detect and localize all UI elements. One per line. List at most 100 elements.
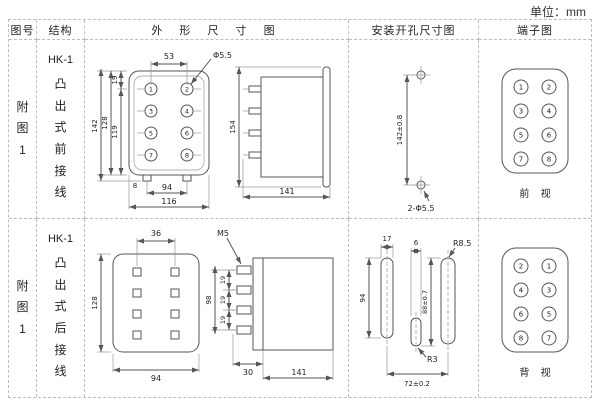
side-view-rear [230,257,333,351]
dim-19-label: 19 [111,76,119,85]
dim-m5: M5 [217,229,241,265]
dim-17-label: 17 [382,235,391,243]
dim-119-label: 119 [111,125,119,138]
label-2-phi5-5-text: 2-Φ5.5 [407,204,434,213]
dim-36-label: 36 [150,229,160,238]
dim-94-mount: 94 [359,257,381,339]
terminal-6: 6 [184,130,188,138]
dim-72: 72±0.2 [386,346,448,388]
terminal-box [501,68,569,174]
dim-r3-label: R3 [427,355,438,364]
stud-right [182,174,191,182]
row2-fig-no-cell: 附图1 [9,219,37,397]
dim-6: 6 [410,239,421,316]
dimension-table: 图号 结构 外 形 尺 寸 图 安装开孔尺寸图 端子图 附图1 HK-1 凸出式… [8,19,592,398]
dim-94-rear: 94 [112,354,199,383]
dim-phi5-5-label: Φ5.5 [213,51,232,60]
pin-label: 3 [547,287,551,295]
view-label-front: 前 视 [519,187,554,200]
dim-154-label: 154 [229,120,237,134]
row1-structure: 凸出式前接线 [54,77,67,200]
dim-142-08: 142±0.8 [396,74,415,186]
dim-30-label: 30 [242,368,252,377]
dim-53: 53 [150,52,187,85]
header-terminal: 端子图 [479,20,591,40]
pin-label: 4 [547,108,552,116]
row1-fig-no-cell: 附图1 [9,40,37,219]
side-view [242,66,330,188]
row2-outline-cell: 36 128 94 [85,219,349,397]
slot-middle [410,312,421,352]
terminal-3: 3 [148,108,152,116]
pin-label: 1 [519,84,523,92]
label-2-phi5-5: 2-Φ5.5 [407,190,434,213]
row2-structure: 凸出式后接线 [54,256,67,379]
dim-m5-label: M5 [217,229,229,238]
pin-label: 8 [547,156,551,164]
dim-r8-5: R8.5 [448,239,471,258]
row1-mounting-cell: 142±0.8 2-Φ5.5 [349,40,479,219]
dim-30: 30 [232,334,263,377]
dim-19-segments: 19 19 19 [210,269,237,331]
row2-terminal-diagram: 2 1 4 3 6 5 8 7 背 视 [501,247,569,379]
row1-outline-drawing: 1 2 3 4 5 6 7 8 53 Φ5.5 [91,51,330,210]
terminal-5: 5 [148,130,152,138]
header-fig-no: 图号 [9,20,37,40]
dim-r3: R3 [417,347,438,364]
dim-phi5-5: Φ5.5 [190,51,232,85]
row1-structure-cell: HK-1 凸出式前接线 [37,40,85,219]
slot-left [380,250,393,346]
row2-model: HK-1 [47,233,74,246]
side-body [260,76,323,178]
front-view: 1 2 3 4 5 6 7 8 [128,70,209,182]
row2-structure-cell: HK-1 凸出式后接线 [37,219,85,397]
terminal-screws [132,267,179,340]
dim-94-mount-label: 94 [359,293,367,302]
dim-53-label: 53 [163,52,173,61]
dim-141-label: 141 [279,187,294,196]
dim-141-rear: 141 [262,350,333,381]
view-label-rear: 背 视 [519,366,554,379]
dim-17: 17 [380,235,393,258]
side-body-rear [252,257,333,351]
stud-left [142,174,151,182]
pin-label: 5 [547,311,551,319]
dim-36: 36 [136,229,175,266]
rear-studs [230,265,251,335]
header-mounting: 安装开孔尺寸图 [349,20,479,40]
pin-label: 2 [547,84,551,92]
pin-label: 6 [547,132,552,140]
relay-case-inner [133,75,204,171]
dim-116-label: 116 [161,197,176,206]
pin-label: 1 [547,263,551,271]
side-flange [322,66,330,188]
terminal-4: 4 [184,108,188,116]
terminal-7: 7 [148,152,152,160]
row2-terminal-cell: 2 1 4 3 6 5 8 7 背 视 [479,219,591,397]
dim-98-label: 98 [205,296,213,305]
pin-label: 2 [519,263,523,271]
rear-view [112,253,199,353]
dim-154: 154 [229,66,321,188]
row2-mounting-drawing: 17 6 R8.5 94 88±0.7 [359,235,471,388]
terminal-1: 1 [148,86,152,94]
pin-label: 3 [519,108,523,116]
header-structure: 结构 [37,20,85,40]
row1-mounting-drawing: 142±0.8 2-Φ5.5 [396,66,434,213]
row1-terminal-cell: 1 2 3 4 5 6 7 8 前 视 [479,40,591,219]
row2-fig-no: 附图1 [16,278,29,336]
relay-case-outline [128,70,209,176]
row2-outline-drawing: 36 128 94 [91,229,333,383]
dim-88-label: 88±0.7 [421,290,429,314]
terminal-8: 8 [184,152,188,160]
terminal-box [501,247,569,353]
dim-88: 88±0.7 [420,257,441,347]
dim-19a-label: 19 [219,276,227,284]
dim-142-08-label: 142±0.8 [396,115,404,145]
dims-left: 19 119 128 142 8 [91,69,141,190]
pin-label: 6 [519,311,524,319]
dim-6-label: 6 [413,239,418,247]
dim-128-rear-label: 128 [91,296,99,309]
row1-model: HK-1 [47,54,74,67]
dim-94-rear-label: 94 [150,374,160,383]
